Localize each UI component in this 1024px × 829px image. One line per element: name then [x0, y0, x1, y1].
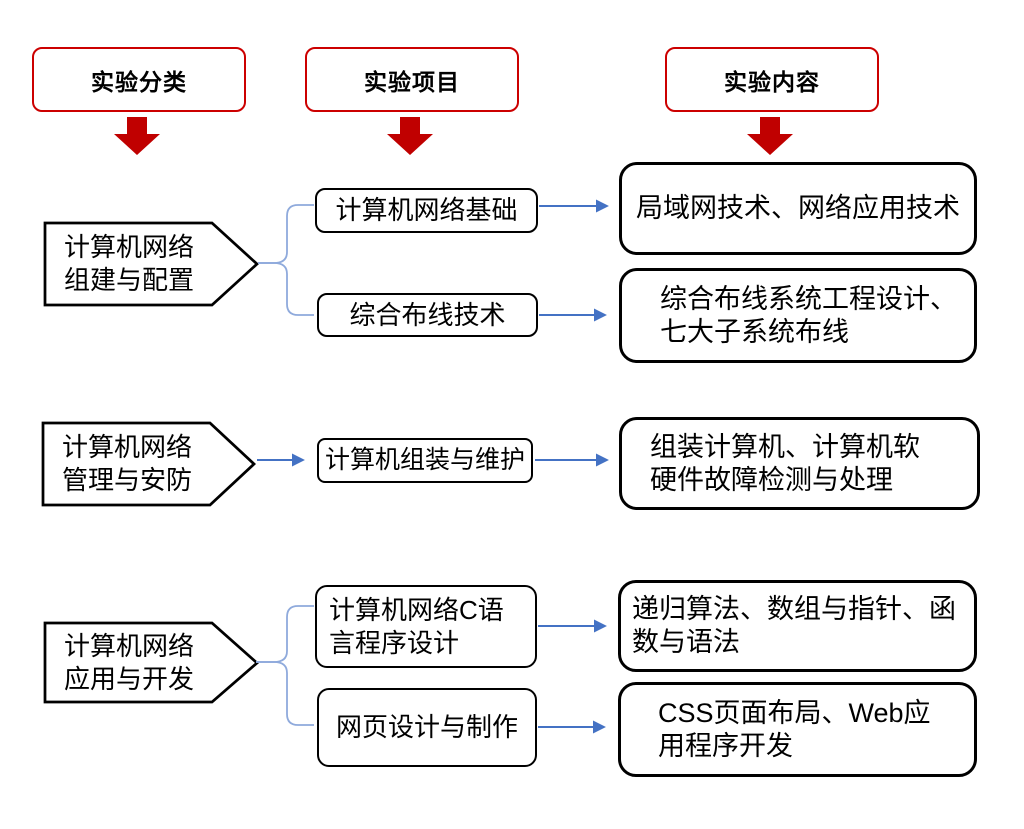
category-node-label: 计算机网络 应用与开发 [63, 630, 194, 694]
project-node: 计算机组装与维护 [317, 438, 533, 483]
project-node: 计算机网络C语 言程序设计 [315, 585, 537, 668]
brace-connector [258, 262, 314, 316]
category-pentagon [41, 421, 257, 507]
down-arrow-icon [114, 117, 160, 155]
category-node-label: 计算机网络 组建与配置 [63, 232, 194, 295]
brace-connector [258, 204, 314, 264]
content-node: 递归算法、数组与指针、函 数与语法 [618, 580, 977, 672]
header-experiment-classification: 实验分类 [32, 47, 246, 112]
down-arrow-icon [747, 117, 793, 155]
brace-connector [256, 661, 314, 726]
content-node: 局域网技术、网络应用技术 [619, 162, 977, 255]
content-node: 组装计算机、计算机软 硬件故障检测与处理 [619, 417, 980, 510]
header-experiment-project: 实验项目 [305, 47, 519, 112]
down-arrow-icon [387, 117, 433, 155]
project-node: 计算机网络基础 [315, 188, 538, 233]
category-node-label: 计算机网络 管理与安防 [61, 432, 192, 495]
content-node: 综合布线系统工程设计、 七大子系统布线 [619, 268, 977, 363]
project-node: 网页设计与制作 [317, 688, 537, 767]
brace-connector [256, 605, 314, 663]
project-node: 综合布线技术 [317, 293, 538, 337]
header-experiment-content: 实验内容 [665, 47, 879, 112]
category-pentagon [43, 221, 260, 307]
category-pentagon [43, 621, 260, 704]
content-node: CSS页面布局、Web应 用程序开发 [618, 682, 977, 777]
